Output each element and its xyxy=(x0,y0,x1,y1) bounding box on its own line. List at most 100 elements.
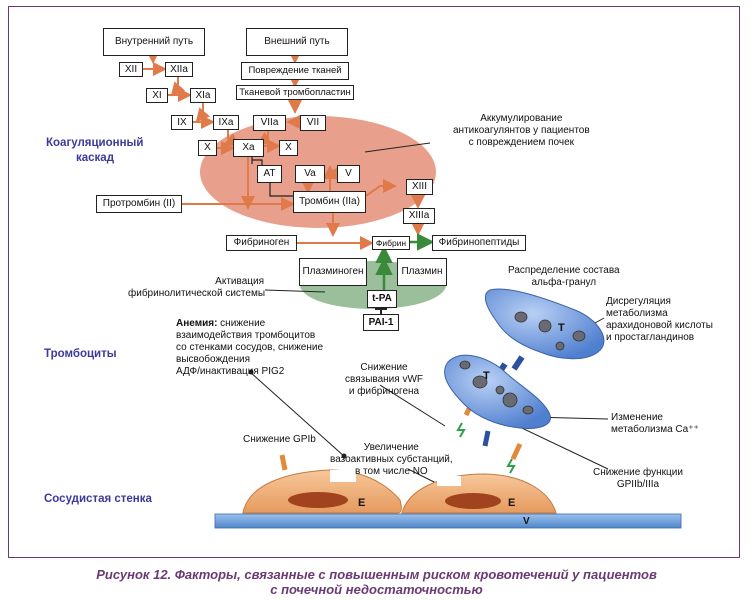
inhibition-lines xyxy=(251,156,296,197)
granule xyxy=(514,311,528,323)
green-sparks xyxy=(456,422,516,474)
intrinsic-pathway-box: Внутренний путь xyxy=(103,28,205,56)
endothelium-label-2: E xyxy=(508,497,516,509)
section-coagulation-line2: каскад xyxy=(76,152,114,164)
note-vwf-binding: Снижение связывания vWF и фибриногена xyxy=(345,362,423,398)
endothelium-label-1: E xyxy=(358,497,366,509)
thrombin-box: Тромбин (IIa) xyxy=(293,191,366,213)
fibrinogen-box: Фибриноген xyxy=(226,235,297,251)
factor-xiii-box: XIII xyxy=(406,179,433,195)
factor-xii-box: XII xyxy=(119,62,143,77)
figure-caption: Рисунок 12. Факторы, связанные с повышен… xyxy=(0,567,753,597)
note-line: фибринолитической системы xyxy=(128,288,266,299)
factor-x-right-box: X xyxy=(279,140,298,156)
note-line: GPIIb/IIIa xyxy=(616,479,660,490)
note-line: взаимодействия тромбоцитов xyxy=(176,330,316,341)
granule xyxy=(538,319,552,333)
nucleus-2 xyxy=(445,493,501,509)
factor-v-box: V xyxy=(337,165,360,183)
tissue-damage-box: Повреждение тканей xyxy=(241,62,349,80)
note-line: АДФ/инактивация PIG2 xyxy=(176,366,285,377)
note-line: альфа-гранул xyxy=(531,277,597,288)
vessel-wall xyxy=(214,513,682,529)
cascade-arrows xyxy=(143,50,425,250)
plasmin-box: Плазмин xyxy=(397,258,447,286)
note-line: Увеличение xyxy=(363,442,419,453)
factor-viia-box: VIIa xyxy=(253,115,286,131)
tissue-factor-box: Тканевой тромбопластин xyxy=(236,85,354,100)
pai1-box: PAI-1 xyxy=(363,314,399,331)
antithrombin-box: AT xyxy=(257,165,282,183)
note-line: вазоактивных субстанций, xyxy=(330,454,453,465)
factor-x-left-box: X xyxy=(198,140,217,156)
note-line: Аккумулирование xyxy=(480,113,563,124)
section-coagulation: Коагуляционный каскад xyxy=(46,136,143,166)
platelet-label-2: T xyxy=(483,370,490,382)
figure-frame xyxy=(8,6,740,558)
note-line: со стенками сосудов, снижение xyxy=(176,342,324,353)
note-line: с повреждением почек xyxy=(468,137,575,148)
pai1-inhibition-bar xyxy=(375,308,387,310)
nucleus-1 xyxy=(288,492,348,508)
fibrin-box: Фибрин xyxy=(372,236,410,250)
factor-ixa-box: IXa xyxy=(213,115,239,130)
note-anemia-bold: Анемия: xyxy=(176,318,218,329)
note-fibrinolysis-activation: Активация фибринолитической системы xyxy=(128,276,266,300)
granule xyxy=(472,375,488,389)
anemia-pointer-dot xyxy=(248,369,254,375)
note-line: Снижение xyxy=(360,362,408,373)
note-gp2b3a: Снижение функции GPIIb/IIIa xyxy=(593,467,683,491)
granule xyxy=(459,360,471,370)
note-line: в том числе NO xyxy=(354,466,428,477)
endothelial-cell-1 xyxy=(242,469,402,514)
note-line: Дисрегуляция xyxy=(606,296,671,307)
cell-gap-1 xyxy=(330,470,356,482)
note-gpib: Снижение GPIb xyxy=(243,434,316,445)
note-line: метаболизма Ca⁺⁺ xyxy=(611,424,699,435)
note-line: антикоагулянтов у пациентов xyxy=(453,125,590,136)
granule xyxy=(502,392,518,408)
note-calcium: Изменение метаболизма Ca⁺⁺ xyxy=(611,412,699,436)
granule xyxy=(495,385,505,395)
extrinsic-pathway-box: Внешний путь xyxy=(246,28,348,56)
plasminogen-box: Плазминоген xyxy=(299,258,367,286)
factor-xi-box: XI xyxy=(146,88,168,103)
note-line: Активация xyxy=(215,276,264,287)
factor-xiia-box: XIIa xyxy=(165,62,193,77)
caption-line1: Рисунок 12. Факторы, связанные с повышен… xyxy=(96,567,657,582)
note-line: Распределение состава xyxy=(508,265,620,276)
section-platelets: Тромбоциты xyxy=(44,348,117,360)
note-line: и фибриногена xyxy=(348,386,420,397)
note-anemia: Анемия: снижение взаимодействия тромбоци… xyxy=(176,318,323,378)
section-coagulation-line1: Коагуляционный xyxy=(46,137,144,149)
anemia-pointer-end xyxy=(341,453,347,459)
platelet-label-1: T xyxy=(558,322,565,334)
factor-ix-box: IX xyxy=(171,115,193,130)
fibrinopeptides-box: Фибринопептиды xyxy=(432,235,526,251)
factor-xiiia-box: XIIIa xyxy=(403,208,435,224)
factor-vii-box: VII xyxy=(300,115,326,131)
vessel-label: V xyxy=(523,516,530,527)
note-line: высвобождения xyxy=(176,354,251,365)
pai1-inhibition-line xyxy=(380,308,382,314)
note-line: арахидоновой кислоты xyxy=(606,320,713,331)
granule xyxy=(522,405,534,415)
tpa-box: t-PA xyxy=(367,290,397,308)
note-line: снижение xyxy=(217,318,266,329)
factor-xa-box: Xa xyxy=(233,139,264,157)
factor-va-box: Va xyxy=(295,165,325,183)
note-line: Изменение xyxy=(611,412,663,423)
note-anticoagulant-accumulation: Аккумулирование антикоагулянтов у пациен… xyxy=(453,113,590,149)
prothrombin-box: Протромбин (II) xyxy=(96,195,182,213)
granule xyxy=(555,341,565,351)
granule xyxy=(572,330,586,342)
caption-line2: с почечной недостаточностью xyxy=(270,582,483,597)
note-line: Снижение функции xyxy=(593,467,683,478)
factor-xia-box: XIa xyxy=(190,88,216,103)
note-arachidonic-acid: Дисрегуляция метаболизма арахидоновой ки… xyxy=(606,296,713,344)
note-line: и простагландинов xyxy=(606,332,695,343)
leader-lines xyxy=(249,142,609,486)
cell-gap-2 xyxy=(437,476,461,486)
note-line: связывания vWF xyxy=(345,374,423,385)
